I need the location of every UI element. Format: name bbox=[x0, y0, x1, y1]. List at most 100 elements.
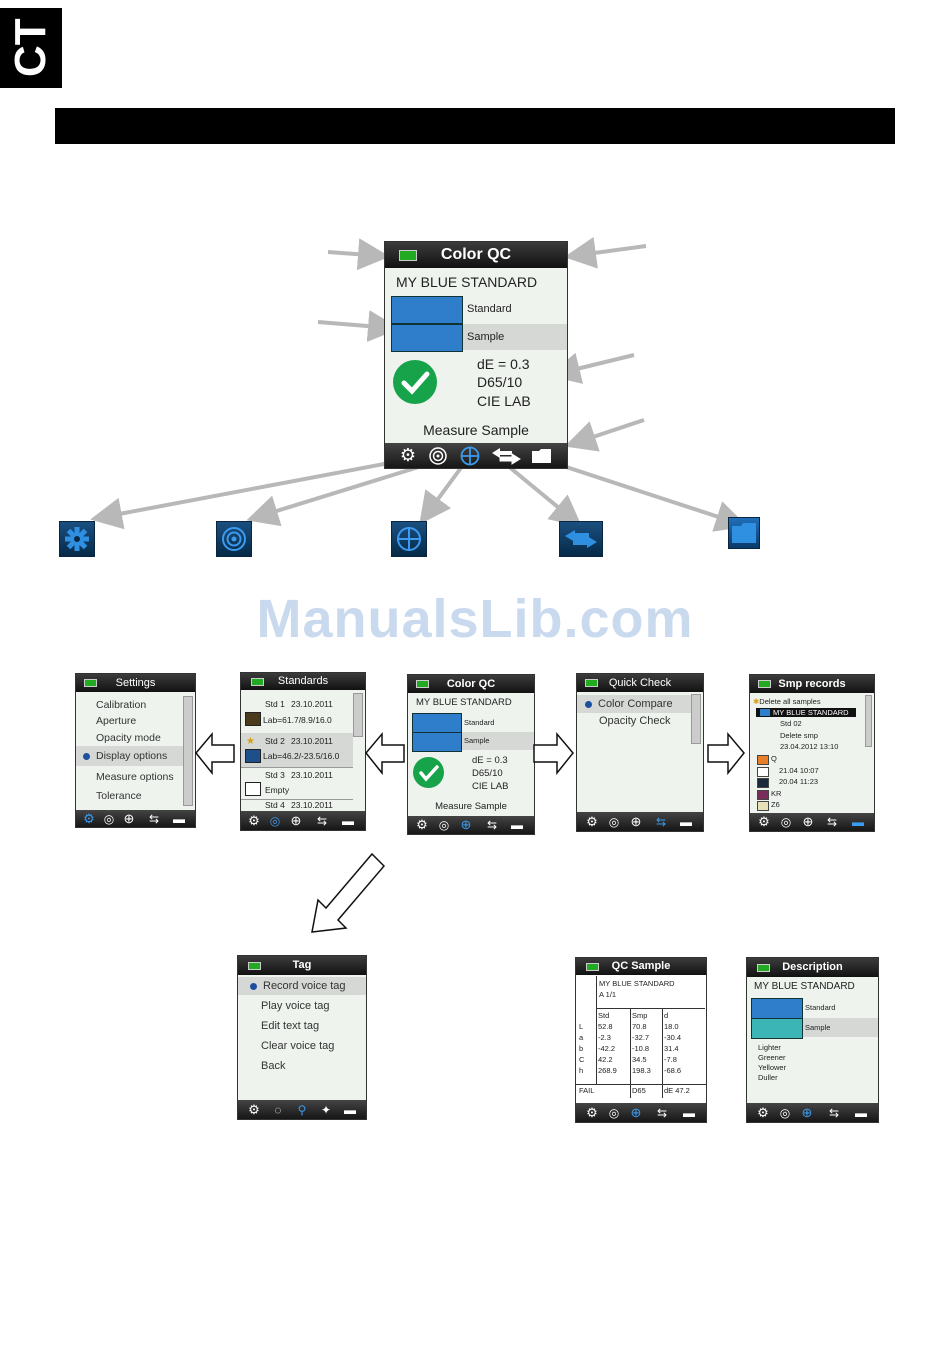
fail-status: FAIL bbox=[579, 1086, 595, 1095]
gear-icon[interactable]: ⚙ bbox=[248, 1101, 260, 1117]
folder-icon[interactable] bbox=[529, 443, 555, 468]
swap-arrows-icon[interactable]: ⇆ bbox=[655, 814, 667, 829]
crosshair-icon[interactable]: ⊕ bbox=[460, 817, 472, 832]
gear-icon[interactable]: ⚙ bbox=[586, 813, 598, 829]
menu-item-measure-options[interactable]: Measure options bbox=[96, 771, 174, 783]
folder-icon[interactable]: ▬ bbox=[683, 1105, 695, 1120]
folder-icon[interactable]: ▬ bbox=[852, 815, 864, 829]
menu-item-record-voice-tag[interactable]: Record voice tag bbox=[238, 977, 366, 995]
target-icon[interactable]: ◎ bbox=[779, 1105, 791, 1120]
cell: -7.8 bbox=[664, 1055, 677, 1064]
menu-item-opacity-check[interactable]: Opacity Check bbox=[599, 715, 671, 727]
swap-arrows-icon[interactable]: ⇆ bbox=[148, 811, 160, 826]
gear-icon[interactable]: ⚙ bbox=[586, 1104, 598, 1120]
crosshair-icon[interactable]: ⊕ bbox=[123, 810, 135, 826]
qc-footer: FAIL D65 dE 47.2 bbox=[576, 1084, 706, 1098]
tree-item-selected[interactable]: MY BLUE STANDARD bbox=[756, 708, 856, 717]
target-icon[interactable]: ◎ bbox=[780, 815, 792, 829]
tree-item[interactable]: 23.04.2012 13:10 bbox=[780, 742, 839, 751]
gear-icon[interactable]: ⚙ bbox=[416, 817, 428, 832]
crosshair-icon[interactable]: ⊕ bbox=[630, 1104, 642, 1120]
toolbar: ⚙ ◌ ⚲ ✦ ▬ bbox=[238, 1100, 366, 1119]
swap-arrows-icon[interactable]: ⇆ bbox=[316, 813, 328, 828]
cell: 18.0 bbox=[664, 1022, 679, 1031]
swap-arrows-icon[interactable]: ⇆ bbox=[828, 1105, 840, 1120]
screen-title: Description bbox=[782, 961, 843, 973]
list-item[interactable]: Std 4 23.10.2011 bbox=[241, 799, 353, 809]
battery-icon bbox=[757, 964, 770, 972]
row-label: L bbox=[579, 1022, 584, 1031]
screen-title: Color QC bbox=[446, 678, 496, 690]
gear-icon[interactable]: ⚙ bbox=[757, 1104, 769, 1120]
screen-title: Standards bbox=[277, 675, 329, 687]
scrollbar[interactable] bbox=[691, 694, 701, 744]
crosshair-icon[interactable]: ⊕ bbox=[630, 813, 642, 829]
flow-arrows bbox=[195, 731, 745, 933]
target-icon[interactable] bbox=[425, 443, 451, 468]
gear-icon[interactable]: ⚙ bbox=[758, 814, 770, 829]
folder-icon[interactable]: ▬ bbox=[344, 1102, 356, 1117]
tree-item[interactable]: Std 02 bbox=[780, 719, 802, 728]
sample-label[interactable]: Sample bbox=[463, 324, 567, 350]
menu-item-aperture[interactable]: Aperture bbox=[96, 715, 137, 727]
battery-icon bbox=[416, 680, 429, 688]
target-icon[interactable]: ◎ bbox=[608, 1105, 620, 1120]
list-item[interactable]: Std 3 23.10.2011 Empty bbox=[241, 767, 353, 800]
folder-icon[interactable]: ▬ bbox=[173, 811, 185, 826]
star-icon: ★ bbox=[246, 736, 255, 747]
tree-item[interactable]: 21.04 10:07 bbox=[753, 766, 853, 777]
reset-icon[interactable]: ◌ bbox=[274, 1102, 282, 1117]
menu-item-back[interactable]: Back bbox=[261, 1060, 286, 1072]
swap-arrows-icon[interactable] bbox=[489, 443, 523, 468]
scrollbar[interactable] bbox=[865, 695, 872, 747]
gear-icon[interactable]: ⚙ bbox=[248, 812, 260, 828]
arrow-right-outline bbox=[707, 731, 745, 776]
tree-item[interactable]: Delete smp bbox=[780, 731, 818, 740]
target-icon[interactable]: ◎ bbox=[103, 811, 115, 826]
menu-item-display-options[interactable]: Display options bbox=[76, 746, 183, 766]
swap-arrows-icon[interactable]: ⇆ bbox=[656, 1105, 668, 1120]
target-icon[interactable]: ◎ bbox=[269, 813, 281, 828]
delete-all-samples[interactable]: ✱Delete all samples bbox=[753, 697, 821, 706]
menu-item-play-voice-tag[interactable]: Play voice tag bbox=[261, 1000, 330, 1012]
folder-icon[interactable]: ▬ bbox=[680, 814, 692, 829]
crosshair-icon[interactable]: ⊕ bbox=[802, 814, 814, 829]
std-swatch bbox=[245, 782, 261, 796]
description-note: Duller bbox=[758, 1073, 778, 1082]
gear-icon[interactable]: ⚙ bbox=[399, 445, 417, 465]
scrollbar[interactable] bbox=[353, 693, 363, 737]
magnifier-icon[interactable]: ⚲ bbox=[297, 1102, 307, 1117]
swap-arrows-icon[interactable]: ⇆ bbox=[826, 815, 838, 829]
tree-item[interactable]: 20.04 11:23 bbox=[753, 777, 853, 788]
menu-item-color-compare[interactable]: Color Compare bbox=[577, 695, 691, 713]
tree-item[interactable]: Z6 bbox=[753, 800, 853, 811]
gear-icon[interactable]: ⚙ bbox=[83, 810, 95, 826]
section-header-bar bbox=[55, 108, 895, 144]
swap-arrows-icon[interactable]: ⇆ bbox=[486, 818, 498, 832]
crosshair-icon[interactable] bbox=[457, 443, 483, 468]
cell: 268.9 bbox=[598, 1066, 617, 1075]
folder-icon[interactable]: ▬ bbox=[342, 813, 354, 828]
record-swatch bbox=[757, 801, 769, 811]
menu-item-edit-text-tag[interactable]: Edit text tag bbox=[261, 1020, 320, 1032]
folder-icon[interactable]: ▬ bbox=[855, 1105, 867, 1120]
scrollbar[interactable] bbox=[183, 696, 193, 806]
screen-title-bar: Tag bbox=[238, 956, 366, 975]
target-icon[interactable]: ◎ bbox=[608, 814, 620, 829]
menu-item-calibration[interactable]: Calibration bbox=[96, 699, 147, 711]
menu-item-clear-voice-tag[interactable]: Clear voice tag bbox=[261, 1040, 335, 1052]
menu-item-opacity-mode[interactable]: Opacity mode bbox=[96, 732, 161, 744]
star-icon[interactable]: ✦ bbox=[320, 1102, 332, 1117]
menu-item-tolerance[interactable]: Tolerance bbox=[96, 790, 142, 802]
folder-icon[interactable]: ▬ bbox=[511, 818, 523, 832]
tree-item[interactable]: Q bbox=[753, 754, 853, 765]
std-lab: Lab=61.7/8.9/16.0 bbox=[263, 715, 332, 725]
std-name: Std 1 bbox=[265, 699, 285, 709]
crosshair-icon[interactable]: ⊕ bbox=[801, 1104, 813, 1120]
sample-label[interactable]: Sample bbox=[803, 1018, 878, 1037]
sample-label[interactable]: Sample bbox=[462, 732, 534, 750]
target-icon[interactable]: ◎ bbox=[438, 818, 450, 832]
tree-item[interactable]: KR bbox=[753, 789, 853, 800]
list-item[interactable]: ★ Std 2 23.10.2011 Lab=46.2/-23.5/16.0 bbox=[241, 733, 353, 768]
crosshair-icon[interactable]: ⊕ bbox=[290, 812, 302, 828]
